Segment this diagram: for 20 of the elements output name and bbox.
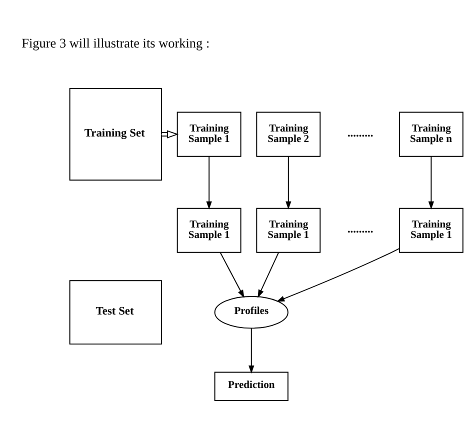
arrow: [258, 252, 279, 298]
arrow: [428, 155, 434, 210]
label: .........: [347, 126, 374, 139]
arrow: [220, 252, 244, 298]
node-box: Training Sample 1: [176, 207, 242, 252]
arrow: [276, 248, 400, 302]
arrow: [161, 130, 179, 138]
node-box: Training Sample 1: [176, 111, 242, 156]
node-box: Prediction: [214, 371, 288, 400]
arrow: [248, 328, 254, 374]
label: Figure 3 will illustrate its working :: [22, 34, 210, 50]
arrow: [286, 155, 292, 210]
label: .........: [347, 222, 374, 235]
node-box: Training Set: [69, 87, 162, 180]
node-box: Training Sample 1: [256, 207, 321, 252]
node-box: Training Sample n: [398, 111, 464, 156]
arrow: [206, 155, 212, 210]
node-box: Training Sample 2: [256, 111, 321, 156]
node-box: Test Set: [69, 280, 162, 344]
node-box: Training Sample 1: [398, 207, 464, 252]
